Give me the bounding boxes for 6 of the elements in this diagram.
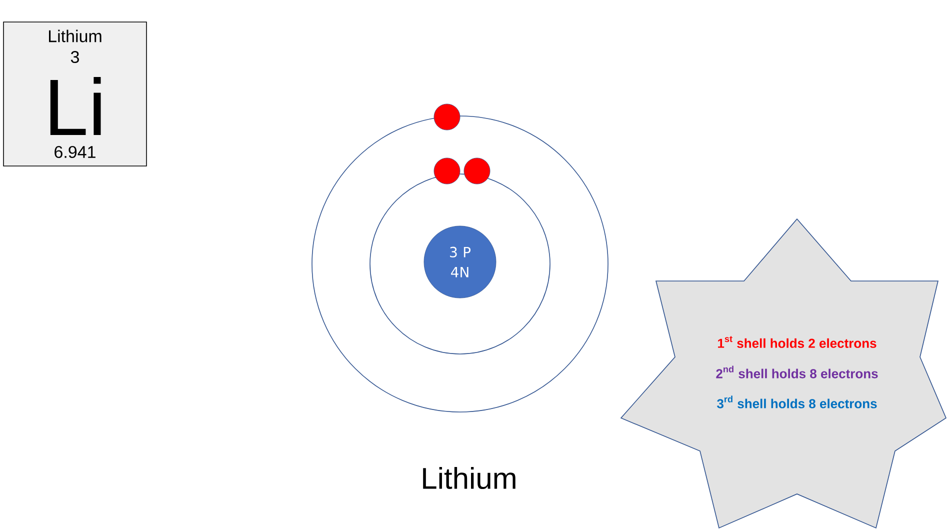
electron [434,158,460,184]
electron [464,158,490,184]
nucleus: 3 P 4N [424,226,496,298]
element-tile: Lithium 3 Li 6.941 [3,22,147,166]
caption: Lithium [423,466,516,490]
electron [434,104,460,130]
